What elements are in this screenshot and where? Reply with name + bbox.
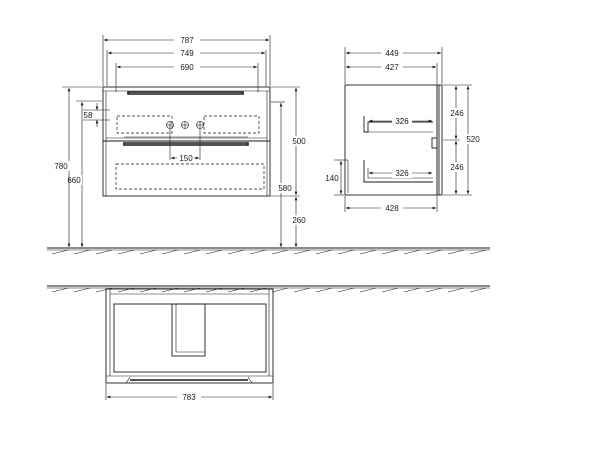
wall-hatch-mark <box>73 287 91 293</box>
dimension-246-upper: 246 <box>450 109 464 118</box>
dimension-427: 427 <box>385 63 399 72</box>
upper-drawer-compartment-right <box>203 115 260 134</box>
side-cabinet-outline <box>344 84 440 196</box>
wall-hatch-mark <box>381 287 399 293</box>
floor-hatch-mark <box>403 249 421 255</box>
wall-hatch-mark <box>469 287 487 293</box>
floor-hatch-mark <box>293 249 311 255</box>
wall-hatch-mark <box>51 287 69 293</box>
floor-hatch-mark <box>359 249 377 255</box>
dimension-150: 150 <box>179 154 193 163</box>
lower-drawer-box <box>363 160 433 183</box>
dimension-660: 660 <box>67 176 81 185</box>
wall-hatch-mark <box>403 287 421 293</box>
dimension-428: 428 <box>385 204 399 213</box>
floor-hatch-mark <box>161 249 179 255</box>
dimension-690: 690 <box>180 63 194 72</box>
floor-hatch-mark <box>469 249 487 255</box>
dimension-580: 580 <box>278 184 292 193</box>
top-cabinet-outline <box>105 288 274 384</box>
dimension-260: 260 <box>292 216 306 225</box>
dimension-140: 140 <box>325 174 339 183</box>
wall-hatch-mark <box>337 287 355 293</box>
side-handle <box>431 137 438 149</box>
top-view: 783 <box>47 285 490 402</box>
wall-hatch-mark <box>425 287 443 293</box>
dimension-58: 58 <box>84 111 93 120</box>
upper-drawer-compartment-left <box>116 115 173 134</box>
floor-hatch-mark <box>51 249 69 255</box>
floor-hatch-mark <box>381 249 399 255</box>
lower-handle <box>123 142 249 146</box>
dimension-520: 520 <box>466 135 480 144</box>
floor-hatch-mark <box>425 249 443 255</box>
floor-hatch-mark <box>183 249 201 255</box>
floor-hatch-mark <box>95 249 113 255</box>
floor-hatch-mark <box>249 249 267 255</box>
cabinet-outline <box>102 86 271 197</box>
wall-hatch-mark <box>447 287 465 293</box>
dimension-326-lower: 326 <box>395 169 409 178</box>
side-view: 449 427 326 326 428 140 246 246 <box>325 47 481 213</box>
wall-hatch-mark <box>271 287 289 293</box>
dimension-500: 500 <box>292 137 306 146</box>
front-view: 787 749 690 58 150 780 660 <box>54 35 306 248</box>
floor-hatch-mark <box>73 249 91 255</box>
dimension-780: 780 <box>54 162 68 171</box>
floor-hatch-mark <box>447 249 465 255</box>
floor-hatch-mark <box>117 249 135 255</box>
lower-drawer-compartment <box>115 163 265 190</box>
siphon-cutout <box>171 303 206 357</box>
dimension-787: 787 <box>180 36 194 45</box>
wall-hatch-mark <box>359 287 377 293</box>
floor-line-upper <box>47 247 490 255</box>
floor-hatch-mark <box>315 249 333 255</box>
floor-hatch-mark <box>337 249 355 255</box>
wall-hatch-mark <box>293 287 311 293</box>
top-drawer-outline <box>113 303 267 373</box>
dimension-783: 783 <box>182 393 196 402</box>
floor-hatch-mark <box>139 249 157 255</box>
wall-hatch-mark <box>315 287 333 293</box>
dimension-449: 449 <box>385 49 399 58</box>
dimension-749: 749 <box>180 49 194 58</box>
dimension-326-upper: 326 <box>395 117 409 126</box>
dimension-246-lower: 246 <box>450 163 464 172</box>
floor-hatch-mark <box>227 249 245 255</box>
side-front-panel <box>436 84 443 196</box>
upper-handle <box>127 91 244 95</box>
floor-hatch-mark <box>271 249 289 255</box>
floor-hatch-mark <box>205 249 223 255</box>
